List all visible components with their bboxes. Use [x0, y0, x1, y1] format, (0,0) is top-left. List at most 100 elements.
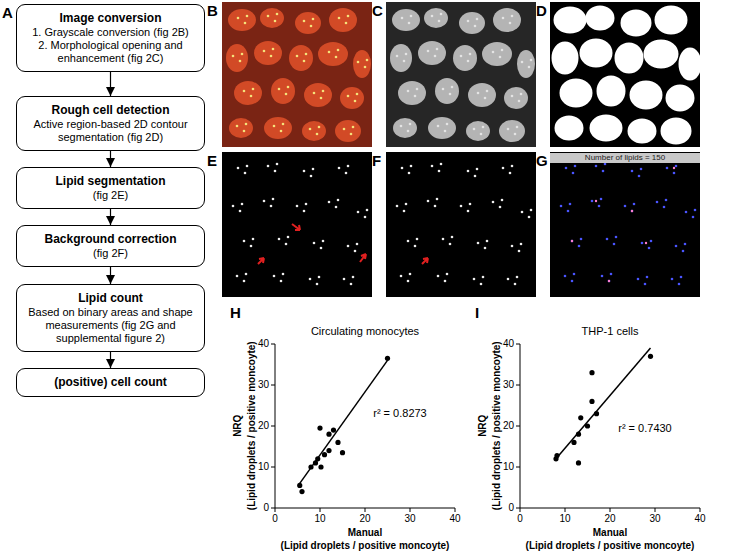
axis-label: NRQ: [232, 415, 244, 437]
box-heading: Rough cell detection: [23, 103, 198, 118]
micrograph-e-part: [222, 152, 372, 297]
micrograph-e-part-part: [258, 258, 264, 264]
scatter-plot-i-part: [520, 344, 700, 508]
scatter-plot-i-part-part: [589, 370, 594, 375]
process-box: Lipid segmentation(fig 2E): [16, 167, 205, 209]
scatter-plot-h-part-part: [297, 483, 302, 488]
micrograph-b: [222, 2, 372, 147]
tick-label: 20: [503, 420, 514, 432]
tick-label: 20: [258, 420, 269, 432]
micrograph-e-part-part: [292, 224, 300, 230]
tick-label: 10: [314, 513, 325, 525]
micrograph-f-part-part: [422, 258, 428, 264]
scatter-plot-h-part-part: [340, 450, 345, 455]
process-box: (positive) cell count: [16, 368, 205, 397]
micrograph-e-part-part: [360, 254, 366, 262]
flow-arrow: [110, 209, 111, 225]
scatter-plot-h-part-part: [385, 356, 390, 361]
micrograph-d-part: [550, 2, 700, 147]
box-heading: Lipid count: [23, 291, 198, 306]
scatter-plot-i-part-part: [585, 423, 590, 428]
micrograph-f-part: [386, 152, 536, 297]
micrograph-f: [386, 152, 536, 297]
micrograph-c-part-part: [386, 2, 536, 147]
scatter-plot-h-part: [297, 356, 390, 494]
micrograph-f-part-part: [396, 163, 533, 286]
scatter-plot-h-part: [271, 344, 275, 508]
scatter-plot-h-part-part: [315, 456, 320, 461]
scatter-plot-i-part: [553, 354, 653, 466]
panel-letter: E: [207, 152, 217, 169]
chart-title: THP-1 cells: [582, 325, 639, 338]
box-text: (fig 2E): [23, 189, 198, 202]
micrograph-g-part: [550, 152, 700, 297]
tick-label: 40: [258, 338, 269, 350]
scatter-plot-h-part-part: [335, 440, 340, 445]
panel-letter: A: [2, 4, 13, 21]
tick-label: 20: [359, 513, 370, 525]
scatter-plot-h-part-part: [308, 464, 313, 469]
micrograph-b-part: [222, 2, 372, 147]
micrograph-c-part-part: [396, 13, 533, 136]
tick-label: 0: [517, 513, 523, 525]
micrograph-g-part-part: [645, 242, 647, 244]
micrograph-c: [386, 2, 536, 147]
r-squared-label: r² = 0.8273: [373, 407, 427, 420]
process-box: Background correction(fig 2F): [16, 225, 205, 267]
scatter-plot-h: [271, 344, 455, 512]
panel-letter: B: [207, 2, 218, 19]
micrograph-c-part-part: [390, 8, 535, 142]
scatter-plot-h-part: [275, 344, 455, 508]
process-box: Lipid countBased on binary areas and sha…: [16, 284, 205, 352]
panel-letter: C: [372, 2, 383, 19]
axis-label: NRQ: [477, 415, 489, 437]
panel-letter: I: [475, 304, 479, 321]
process-box: Image conversion1. Grayscale conversion …: [16, 4, 205, 72]
tick-label: 20: [604, 513, 615, 525]
scatter-plot-i-part-part: [576, 432, 581, 437]
panel-letter: H: [230, 304, 241, 321]
micrograph-e-part-part: [222, 152, 372, 297]
scatter-plot-h-part-part: [299, 489, 304, 494]
scatter-plot-i-part: [520, 508, 700, 512]
micrograph-d: [550, 2, 700, 147]
micrograph-b-part-part: [222, 2, 372, 147]
scatter-plot-i-part-part: [576, 460, 581, 465]
flow-arrow: [110, 72, 111, 96]
micrograph-b-part-part: [226, 8, 371, 142]
panel-letter: D: [536, 2, 547, 19]
axis-label: (Lipid droplets / positive moncoyte): [245, 342, 257, 511]
box-text: (fig 2F): [23, 247, 198, 260]
tick-label: 40: [694, 513, 705, 525]
scatter-plot-i-part-part: [554, 453, 559, 458]
box-heading: Image conversion: [23, 11, 198, 26]
micrograph-e-part-part: [232, 163, 369, 286]
tick-label: 40: [449, 513, 460, 525]
box-text: 2. Morphological opening and enhancement…: [23, 39, 198, 65]
box-text: 1. Grayscale conversion (fig 2B): [23, 26, 198, 39]
micrograph-g-part-part: [608, 280, 610, 282]
scatter-plot-h-part-part: [322, 452, 327, 457]
panel-letter: F: [372, 152, 381, 169]
scatter-plot-i-part-part: [571, 440, 576, 445]
box-heading: Lipid segmentation: [23, 174, 198, 189]
scatter-plot-h-part: [275, 508, 455, 512]
flow-arrow: [110, 352, 111, 368]
scatter-plot-i-part: [556, 348, 651, 459]
box-heading: Background correction: [23, 232, 198, 247]
image-overlay-text: Number of lipids = 150: [550, 153, 700, 163]
tick-label: 0: [508, 502, 514, 514]
axis-label: (Lipid droplets / positive moncoyte): [526, 540, 695, 552]
micrograph-g-part-part: [571, 240, 573, 242]
scatter-plot-i-part-part: [589, 399, 594, 404]
flow-arrow: [110, 151, 111, 167]
tick-label: 0: [272, 513, 278, 525]
axis-label: (Lipid droplets / positive moncoyte): [490, 342, 502, 511]
micrograph-g-part-part: [560, 163, 697, 286]
tick-label: 0: [263, 502, 269, 514]
tick-label: 30: [503, 379, 514, 391]
tick-label: 30: [649, 513, 660, 525]
process-box: Rough cell detectionActive region-based …: [16, 96, 205, 151]
